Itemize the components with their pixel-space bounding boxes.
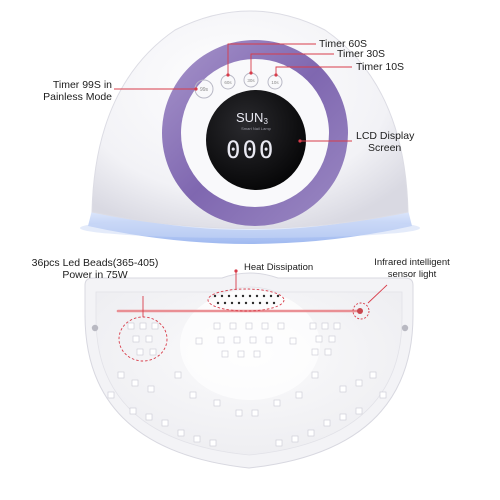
screw-left xyxy=(91,324,99,332)
callout-sensor-line1: Infrared intelligent xyxy=(374,257,450,268)
button-30s-label: 30s xyxy=(247,78,255,83)
top-callout-lines xyxy=(114,43,352,143)
brand-logo: SUN3 xyxy=(236,110,268,126)
callout-led-beads-line2: Power in 75W xyxy=(62,269,128,281)
sensor-emitter xyxy=(357,308,363,314)
callout-led-beads-line1: 36pcs Led Beads(365-405) xyxy=(31,257,159,269)
callout-timer-99s: Timer 99S in Painless Mode xyxy=(20,79,112,103)
callout-heat-dissipation: Heat Dissipation xyxy=(244,262,314,273)
callout-lcd: LCD Display Screen xyxy=(356,130,414,154)
timer-buttons[interactable]: 99s 60s 30s 10s xyxy=(194,72,283,99)
screw-right xyxy=(401,324,409,332)
callout-lcd-line1: LCD Display xyxy=(356,130,415,142)
center-highlight xyxy=(180,290,320,400)
callout-timer-30s: Timer 30S xyxy=(337,48,386,60)
lcd-digits: 000 xyxy=(226,136,275,164)
lamp-bottom-view xyxy=(84,269,414,469)
callout-timer-60s: Timer 60S xyxy=(319,38,368,50)
bottom-callout-markers xyxy=(118,269,388,362)
callout-sensor: Infrared intelligent sensor light xyxy=(352,257,472,281)
callout-lcd-line2: Screen xyxy=(368,142,402,154)
callout-timer-99s-line2: Painless Mode xyxy=(43,91,112,103)
sensor-highlight xyxy=(352,302,370,320)
heat-vent-highlight xyxy=(207,288,285,312)
led-bead-highlight xyxy=(118,316,168,362)
callout-led-beads: 36pcs Led Beads(365-405) Power in 75W xyxy=(20,257,170,281)
button-60s-label: 60s xyxy=(224,80,232,85)
led-beads xyxy=(107,322,387,447)
heat-vent xyxy=(213,294,280,305)
button-10s-label: 10s xyxy=(271,80,279,85)
callout-timer-10s: Timer 10S xyxy=(356,61,405,73)
button-99s-label: 99s xyxy=(200,87,209,93)
lamp-top-view: SUN3 Smart Nail Lamp 000 99s 60s 30s 10s xyxy=(80,10,420,244)
lcd-screen xyxy=(206,90,306,190)
callout-timer-99s-line1: Timer 99S in xyxy=(52,79,112,91)
callout-sensor-line2: sensor light xyxy=(387,269,437,280)
brand-tagline: Smart Nail Lamp xyxy=(241,126,272,131)
